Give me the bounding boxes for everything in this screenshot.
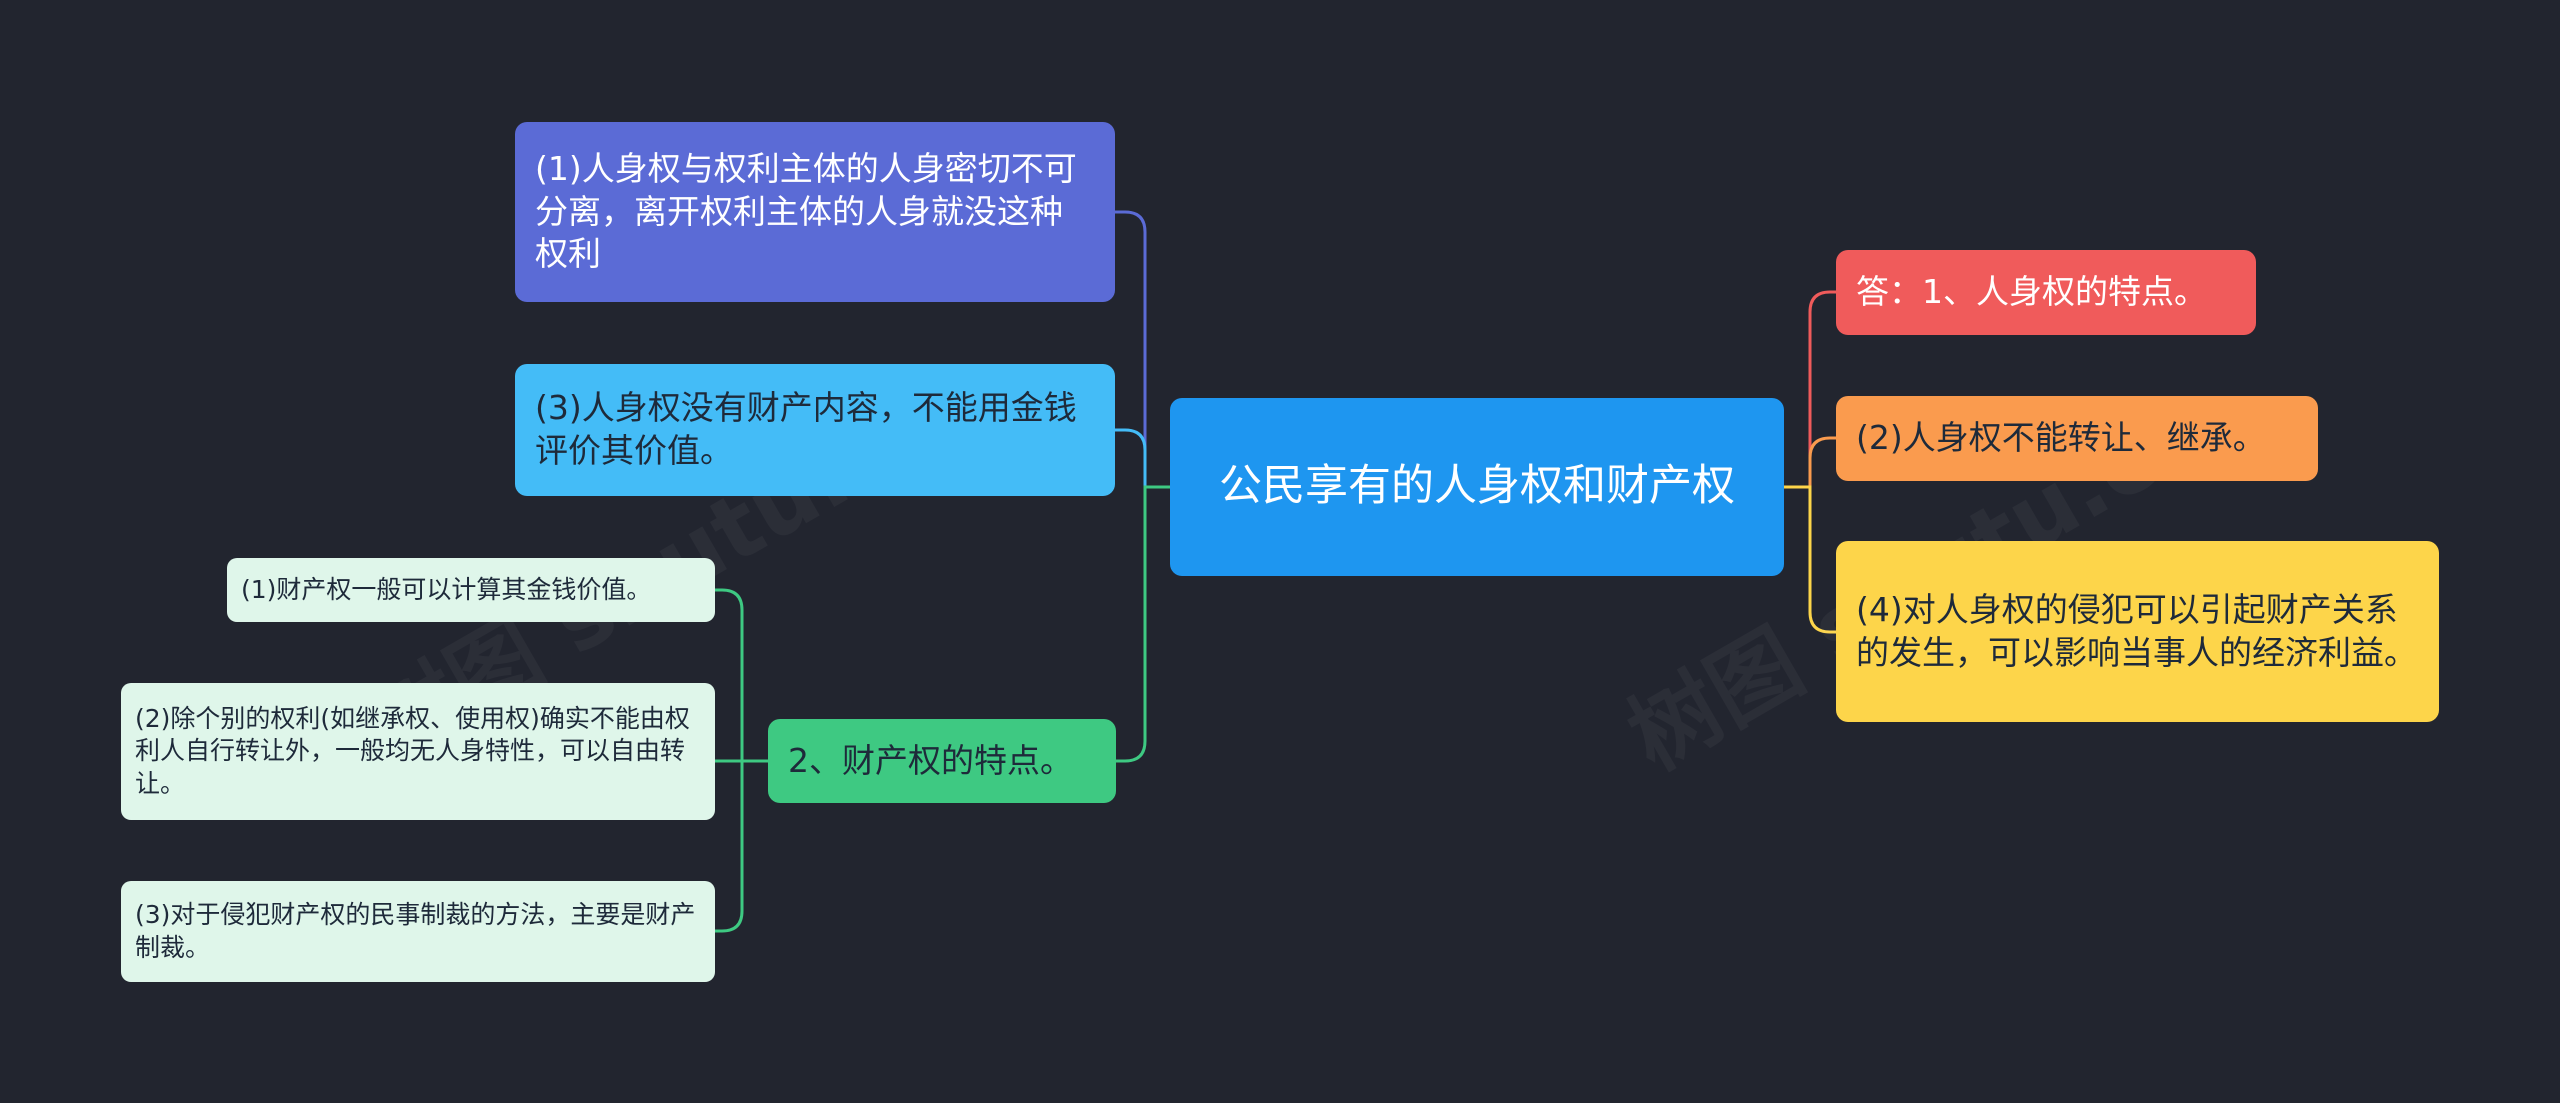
node-label: 答：1、人身权的特点。 [1856,272,2207,312]
left-node-property-features[interactable]: 2、财产权的特点。 [768,719,1116,803]
leaf-label: (2)除个别的权利(如继承权、使用权)确实不能由权利人自行转让外，一般均无人身特… [135,703,690,798]
leaf-node-property-1[interactable]: (1)财产权一般可以计算其金钱价值。 [227,558,715,622]
node-label: (2)人身权不能转让、继承。 [1856,418,2266,458]
node-label: 2、财产权的特点。 [788,740,1073,780]
connector-property-to-leaf-3 [715,759,768,933]
leaf-node-property-2[interactable]: (2)除个别的权利(如继承权、使用权)确实不能由权利人自行转让外，一般均无人身特… [121,683,715,820]
connector-root-to-right-1 [1784,290,1836,489]
leaf-label: (3)对于侵犯财产权的民事制裁的方法，主要是财产制裁。 [135,900,696,962]
right-node-infringement[interactable]: (4)对人身权的侵犯可以引起财产关系的发生，可以影响当事人的经济利益。 [1836,541,2439,722]
connector-root-to-left-1 [1115,210,1170,489]
left-node-personal-no-property[interactable]: (3)人身权没有财产内容，不能用金钱评价其价值。 [515,364,1115,496]
connector-root-to-left-2 [1115,428,1170,489]
leaf-node-property-3[interactable]: (3)对于侵犯财产权的民事制裁的方法，主要是财产制裁。 [121,881,715,982]
leaf-label: (1)财产权一般可以计算其金钱价值。 [241,574,652,604]
right-node-non-transferable[interactable]: (2)人身权不能转让、继承。 [1836,396,2318,481]
connector-root-to-right-2 [1784,436,1836,489]
connector-root-to-right-3 [1784,485,1836,634]
node-label: (1)人身权与权利主体的人身密切不可分离，离开权利主体的人身就没这种权利 [535,148,1077,274]
node-label: (4)对人身权的侵犯可以引起财产关系的发生，可以影响当事人的经济利益。 [1856,589,2417,672]
root-node-label: 公民享有的人身权和财产权 [1219,461,1735,512]
right-node-answer-personal-features[interactable]: 答：1、人身权的特点。 [1836,250,2256,335]
left-node-personal-inseparable[interactable]: (1)人身权与权利主体的人身密切不可分离，离开权利主体的人身就没这种权利 [515,122,1115,302]
root-node[interactable]: 公民享有的人身权和财产权 [1170,398,1784,576]
node-label: (3)人身权没有财产内容，不能用金钱评价其价值。 [535,388,1077,470]
connector-root-to-left-3 [1116,485,1170,763]
connector-property-to-leaf-1 [715,588,768,763]
